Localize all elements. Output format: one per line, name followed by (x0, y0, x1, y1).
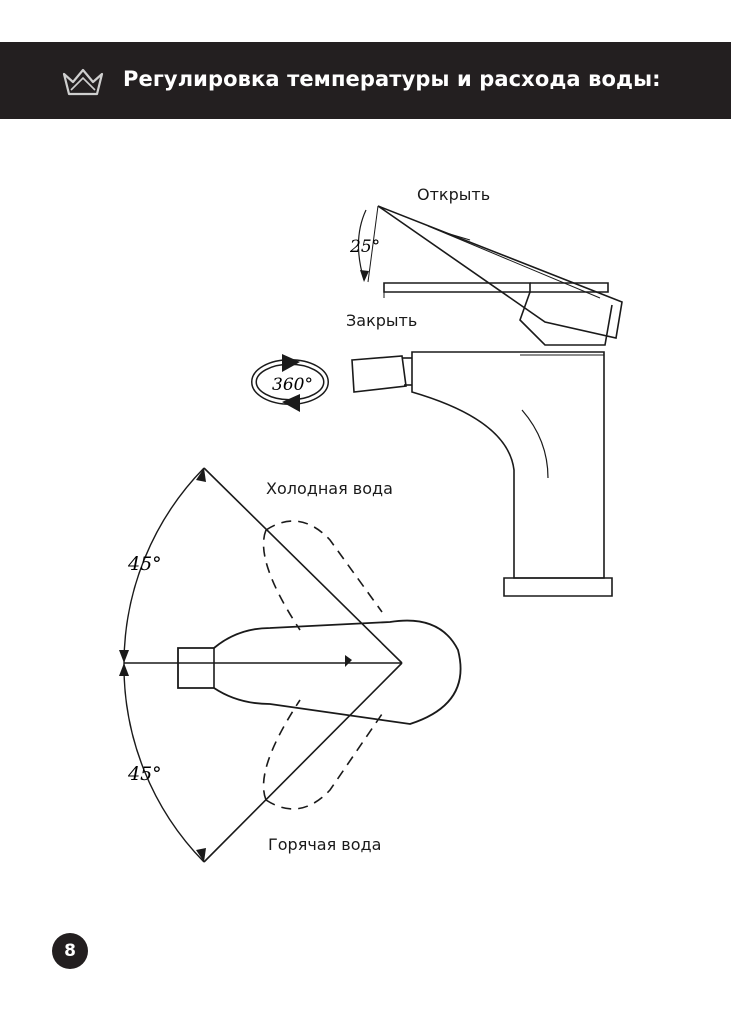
hot-water-label: Горячая вода (268, 835, 382, 854)
faucet-body (411, 351, 605, 579)
tilt-arrow-icon (357, 209, 369, 282)
rotation-angle-label: 360° (272, 375, 313, 395)
header-title: Регулировка температуры и расхода воды: (123, 67, 661, 91)
angle-top-label: 45° (127, 553, 162, 575)
page-number: 8 (52, 933, 88, 969)
section-header: Регулировка температуры и расхода воды: (0, 42, 731, 119)
cold-lever-ghost (265, 520, 383, 613)
hot-lever-ghost (265, 713, 383, 810)
cold-water-label: Холодная вода (266, 479, 393, 498)
open-label: Открыть (417, 185, 491, 204)
crown-icon (62, 68, 104, 96)
spray-nozzle (351, 355, 407, 393)
close-label: Закрыть (346, 311, 418, 330)
faucet-base (503, 577, 613, 597)
angle-bottom-label: 45° (127, 763, 162, 785)
rotation-arrow-icon (251, 354, 329, 412)
main-lever (177, 619, 462, 725)
tilt-angle-label: 25° (349, 237, 380, 257)
